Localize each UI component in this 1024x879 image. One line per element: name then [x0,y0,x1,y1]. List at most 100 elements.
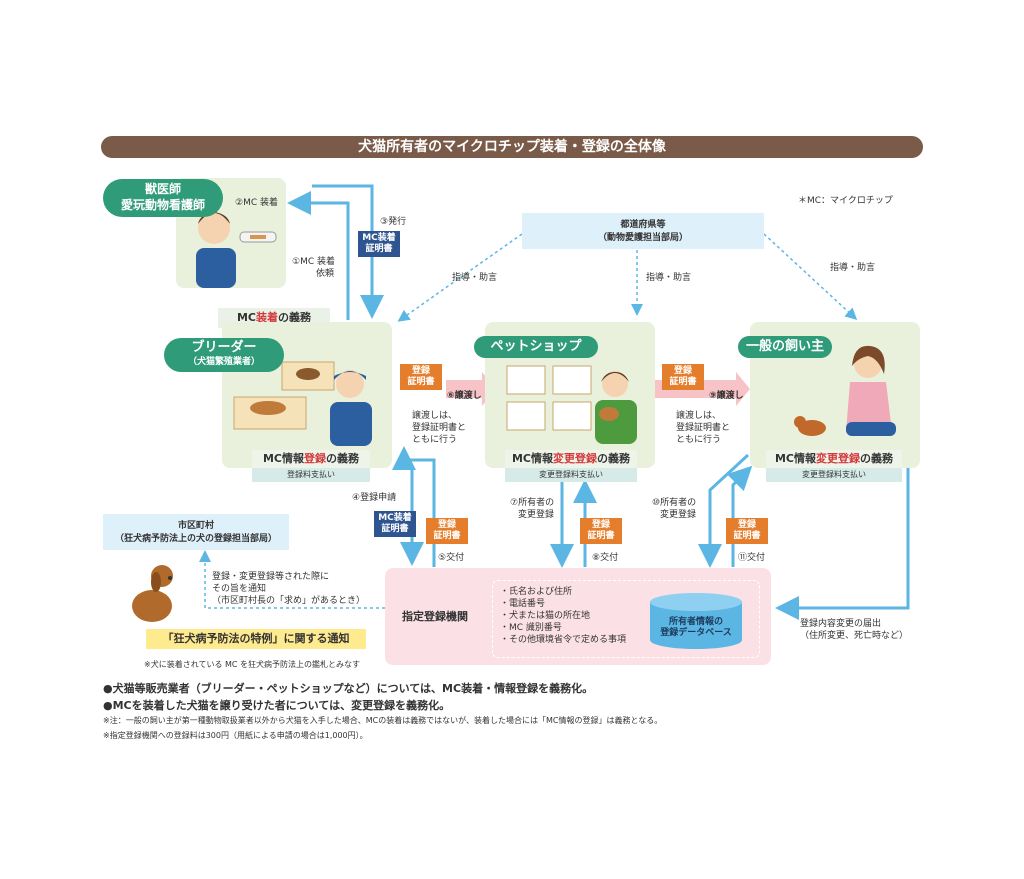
reg-cert-line1: 登録 [580,520,622,531]
transfer-note-line3: ともに行う [676,434,730,446]
reg-cert-line2: 証明書 [662,377,704,388]
transfer-note-line1: 譲渡しは、 [676,410,730,422]
mc-cert-line1: MC装着 [374,513,416,524]
mc-cert-badge-top: MC装着 証明書 [358,231,400,257]
reg-cert-badge-1: 登録 証明書 [400,364,442,390]
transfer-step6: ⑥譲渡し [447,390,482,402]
step4-text: ④登録申請 [352,492,396,504]
breeder-label-main: ブリーダー [164,340,284,355]
reg-cert-line2: 証明書 [426,531,468,542]
breeder-label-sub: （犬猫繁殖業者） [164,355,284,370]
footer-bullet-2: ●MCを装着した犬猫を譲り受けた者については、変更登録を義務化。 [103,697,450,713]
owner-label: 一般の飼い主 [738,336,832,358]
footer-note-1: ※注：一般の飼い主が第一種動物取扱業者以外から犬猫を入手した場合、MCの装着は義… [103,715,662,726]
change-notice-line1: 登録内容変更の届出 [800,618,908,630]
mc-request-line2: 依頼 [292,268,335,280]
transfer-step9: ⑨譲渡し [709,390,744,402]
info-red: 変更登録 [816,452,860,465]
owner-fee: 変更登録料支払い [766,468,902,482]
notify-text: 登録・変更登録等された際に その旨を通知 （市区町村長の「求め」があるとき） [212,571,365,607]
info-post: の義務 [597,452,630,465]
step8-text: ⑧交付 [592,552,618,564]
agency-item: ・その他環境省令で定める事項 [500,634,626,646]
prefecture-box: 都道府県等 （動物愛護担当部局） [522,213,764,249]
footer-bullet-1: ●犬猫等販売業者（ブリーダー・ペットショップなど）については、MC装着・情報登録… [103,680,593,696]
mc-cert-line1: MC装着 [358,233,400,244]
info-post: の義務 [326,452,359,465]
database-label: 所有者情報の 登録データベース [650,617,742,639]
prefecture-line1: 都道府県等 [522,217,764,230]
notify-line2: その旨を通知 [212,583,365,595]
municipality-line1: 市区町村 [103,518,289,531]
transfer-note-line2: 登録証明書と [412,422,466,434]
notify-line1: 登録・変更登録等された際に [212,571,365,583]
agency-item: ・MC 識別番号 [500,622,626,634]
mc-cert-badge-bottom: MC装着 証明書 [374,511,416,537]
transfer-note-2: 譲渡しは、 登録証明書と ともに行う [676,410,730,446]
guidance-text-3: 指導・助言 [830,262,875,274]
info-red: 登録 [304,452,326,465]
reg-cert-badge-2: 登録 証明書 [662,364,704,390]
vet-label: 獣医師 愛玩動物看護師 [103,179,223,217]
step7-line2: 変更登録 [510,509,554,521]
reg-cert-line1: 登録 [400,366,442,377]
reg-cert-line1: 登録 [426,520,468,531]
agency-item: ・氏名および住所 [500,586,626,598]
special-note: ※犬に装着されている MC を狂犬病予防法上の鑑札とみなす [144,659,360,670]
database-line2: 登録データベース [650,628,742,639]
guidance-text-2: 指導・助言 [646,272,691,284]
special-notice-label: 「狂犬病予防法の特例」に関する通知 [146,629,366,649]
step10-line1: ⑩所有者の [652,497,696,509]
transfer-note-1: 譲渡しは、 登録証明書と ともに行う [412,410,466,446]
issue-text: ③発行 [380,216,406,228]
breeder-label: ブリーダー （犬猫繁殖業者） [164,338,284,372]
info-pre: MC情報 [775,452,816,465]
agency-items: ・氏名および住所 ・電話番号 ・犬または猫の所在地 ・MC 識別番号 ・その他環… [500,586,626,646]
mc-install-text: ②MC 装着 [235,197,278,209]
owner-info-obligation: MC情報変更登録の義務 [766,450,902,468]
agency-item: ・電話番号 [500,598,626,610]
info-pre: MC情報 [263,452,304,465]
footer-note-2: ※指定登録機関への登録料は300円（用紙による申請の場合は1,000円）。 [103,730,368,741]
mc-cert-line2: 証明書 [358,244,400,255]
petshop-fee: 変更登録料支払い [505,468,637,482]
reg-cert-line2: 証明書 [580,531,622,542]
step7-line1: ⑦所有者の [510,497,554,509]
reg-cert-line2: 証明書 [726,531,768,542]
petshop-info-obligation: MC情報変更登録の義務 [505,450,637,468]
reg-cert-line1: 登録 [662,366,704,377]
change-notice-text: 登録内容変更の届出 （住所変更、死亡時など） [800,618,908,642]
transfer-note-line3: ともに行う [412,434,466,446]
step5-text: ⑤交付 [438,552,464,564]
reg-cert-line1: 登録 [726,520,768,531]
info-red: 変更登録 [553,452,597,465]
petshop-label: ペットショップ [474,336,598,358]
step11-text: ⑪交付 [738,552,765,564]
step7-text: ⑦所有者の 変更登録 [510,497,554,521]
change-notice-line2: （住所変更、死亡時など） [800,630,908,642]
reg-cert-badge-5: 登録 証明書 [726,518,768,544]
mc-request-line1: ①MC 装着 [292,256,335,268]
reg-cert-badge-3: 登録 証明書 [426,518,468,544]
step10-line2: 変更登録 [652,509,696,521]
breeder-fee: 登録料支払い [252,468,370,482]
municipality-box: 市区町村 （狂犬病予防法上の犬の登録担当部局） [103,514,289,550]
reg-cert-badge-4: 登録 証明書 [580,518,622,544]
mc-request-text: ①MC 装着 依頼 [292,256,335,280]
breeder-info-obligation: MC情報登録の義務 [252,450,370,468]
vet-label-line1: 獣医師 [103,181,223,197]
mc-cert-line2: 証明書 [374,524,416,535]
notify-line3: （市区町村長の「求め」があるとき） [212,595,365,607]
info-pre: MC情報 [512,452,553,465]
step10-text: ⑩所有者の 変更登録 [652,497,696,521]
transfer-note-line1: 譲渡しは、 [412,410,466,422]
transfer-note-line2: 登録証明書と [676,422,730,434]
agency-label: 指定登録機関 [402,608,468,624]
database-line1: 所有者情報の [650,617,742,628]
vet-label-line2: 愛玩動物看護師 [103,197,223,213]
guidance-text-1: 指導・助言 [452,272,497,284]
municipality-line2: （狂犬病予防法上の犬の登録担当部局） [103,531,289,544]
prefecture-line2: （動物愛護担当部局） [522,230,764,243]
dog-illustration [122,560,182,626]
agency-item: ・犬または猫の所在地 [500,610,626,622]
